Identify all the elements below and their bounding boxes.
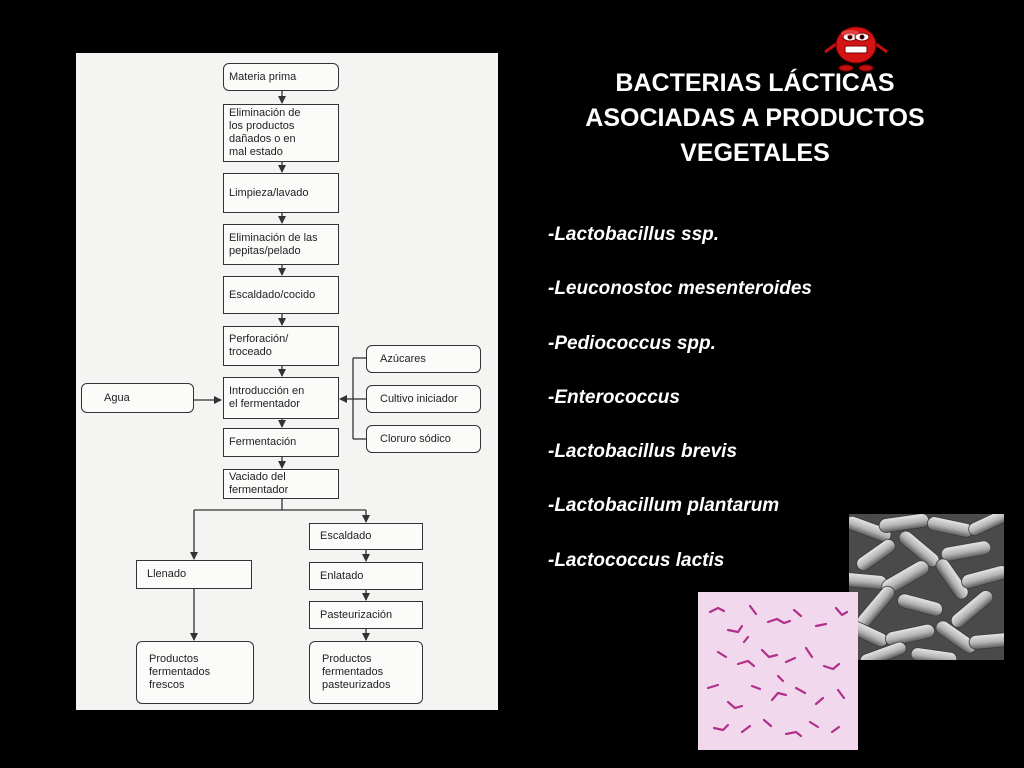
node-agua-label: Agua xyxy=(104,391,130,404)
node-agua: Agua xyxy=(81,383,194,413)
node-enlatado-label: Enlatado xyxy=(320,569,364,582)
bacteria-list: -Lactobacillus ssp. -Leuconostoc mesente… xyxy=(548,222,812,602)
bacteria-list-item: -Lactobacillus brevis xyxy=(548,441,738,463)
slide-title-line-3: VEGETALES xyxy=(680,139,830,167)
node-productos-frescos-line-1: Productos xyxy=(149,653,199,665)
node-escaldado-cocido: Escaldado/cocido xyxy=(223,276,339,314)
bacteria-list-item: -Lactobacillus ssp. xyxy=(548,224,720,245)
stained-bacteria-drawing xyxy=(698,592,858,750)
node-azucares: Azúcares xyxy=(366,345,481,373)
node-pasteurizacion: Pasteurización xyxy=(309,601,423,629)
bacteria-list-item: -Lactobacillum plantarum xyxy=(548,495,780,517)
node-eliminacion-productos-line-2: los productos xyxy=(229,120,295,132)
slide-title-line-2: ASOCIADAS A PRODUCTOS xyxy=(585,104,925,132)
node-escaldado-cocido-label: Escaldado/cocido xyxy=(229,288,316,301)
bacteria-list-item: -Pediococcus spp. xyxy=(548,332,716,354)
node-productos-frescos-line-2: fermentados xyxy=(149,666,211,678)
node-fermentacion: Fermentación xyxy=(223,428,339,457)
node-cultivo-iniciador: Cultivo iniciador xyxy=(366,385,481,413)
bacteria-list-item: -Enterococcus xyxy=(548,386,680,408)
node-escaldado: Escaldado xyxy=(309,523,423,550)
node-introduccion-line-1: Introducción en xyxy=(229,385,305,397)
node-pasteurizacion-label: Pasteurización xyxy=(320,608,393,621)
red-monster-mascot-icon xyxy=(824,26,888,72)
slide-title: BACTERIAS LÁCTICAS ASOCIADAS A PRODUCTOS… xyxy=(540,66,970,171)
node-escaldado-label: Escaldado xyxy=(320,530,372,542)
node-materia-prima: Materia prima xyxy=(223,63,339,91)
node-cloruro-sodico: Cloruro sódico xyxy=(366,425,481,453)
node-productos-pasteurizados: Productos fermentados pasteurizados xyxy=(309,641,423,704)
sem-micrograph-image xyxy=(849,514,1004,660)
node-materia-prima-label: Materia prima xyxy=(229,70,297,83)
node-llenado: Llenado xyxy=(136,560,252,589)
node-cultivo-iniciador-label: Cultivo iniciador xyxy=(380,392,458,405)
node-eliminacion-productos-line-4: mal estado xyxy=(229,146,283,158)
node-fermentacion-label: Fermentación xyxy=(229,436,297,448)
node-llenado-label: Llenado xyxy=(147,568,187,580)
node-productos-pasteurizados-line-1: Productos xyxy=(322,653,372,665)
node-introduccion-line-2: el fermentador xyxy=(229,398,300,410)
node-perforacion: Perforación/ troceado xyxy=(223,326,339,366)
node-productos-frescos-line-3: frescos xyxy=(149,679,185,691)
sem-rods-drawing xyxy=(849,514,1004,660)
flowchart-panel: Materia prima Eliminación de los product… xyxy=(76,53,498,710)
node-azucares-label: Azúcares xyxy=(380,352,426,365)
node-vaciado: Vaciado del fermentador xyxy=(223,469,339,499)
node-vaciado-line-1: Vaciado del xyxy=(229,471,286,483)
slide-title-line-1: BACTERIAS LÁCTICAS xyxy=(615,69,895,97)
node-productos-pasteurizados-line-2: fermentados xyxy=(322,666,384,678)
stained-microscopy-image xyxy=(698,592,858,750)
flowchart-connectors xyxy=(190,91,370,641)
node-enlatado: Enlatado xyxy=(309,562,423,590)
bacteria-list-item: -Leuconostoc mesenteroides xyxy=(548,278,812,300)
node-limpieza: Limpieza/lavado xyxy=(223,173,339,213)
node-productos-pasteurizados-line-3: pasteurizados xyxy=(322,679,391,691)
node-limpieza-label: Limpieza/lavado xyxy=(229,186,309,199)
node-eliminacion-pepitas: Eliminación de las pepitas/pelado xyxy=(223,224,339,265)
node-vaciado-line-2: fermentador xyxy=(229,484,289,496)
node-eliminacion-pepitas-line-2: pepitas/pelado xyxy=(229,244,301,257)
node-perforacion-line-1: Perforación/ xyxy=(229,333,289,345)
node-eliminacion-pepitas-line-1: Eliminación de las xyxy=(229,231,318,244)
node-eliminacion-productos-line-1: Eliminación de xyxy=(229,107,301,119)
node-introduccion: Introducción en el fermentador xyxy=(223,377,339,419)
bacteria-list-item: -Lactococcus lactis xyxy=(548,549,725,571)
node-eliminacion-productos-line-3: dañados o en xyxy=(229,133,296,145)
node-cloruro-sodico-label: Cloruro sódico xyxy=(380,432,451,445)
node-perforacion-line-2: troceado xyxy=(229,346,272,358)
node-eliminacion-productos: Eliminación de los productos dañados o e… xyxy=(223,104,339,162)
node-productos-frescos: Productos fermentados frescos xyxy=(136,641,254,704)
